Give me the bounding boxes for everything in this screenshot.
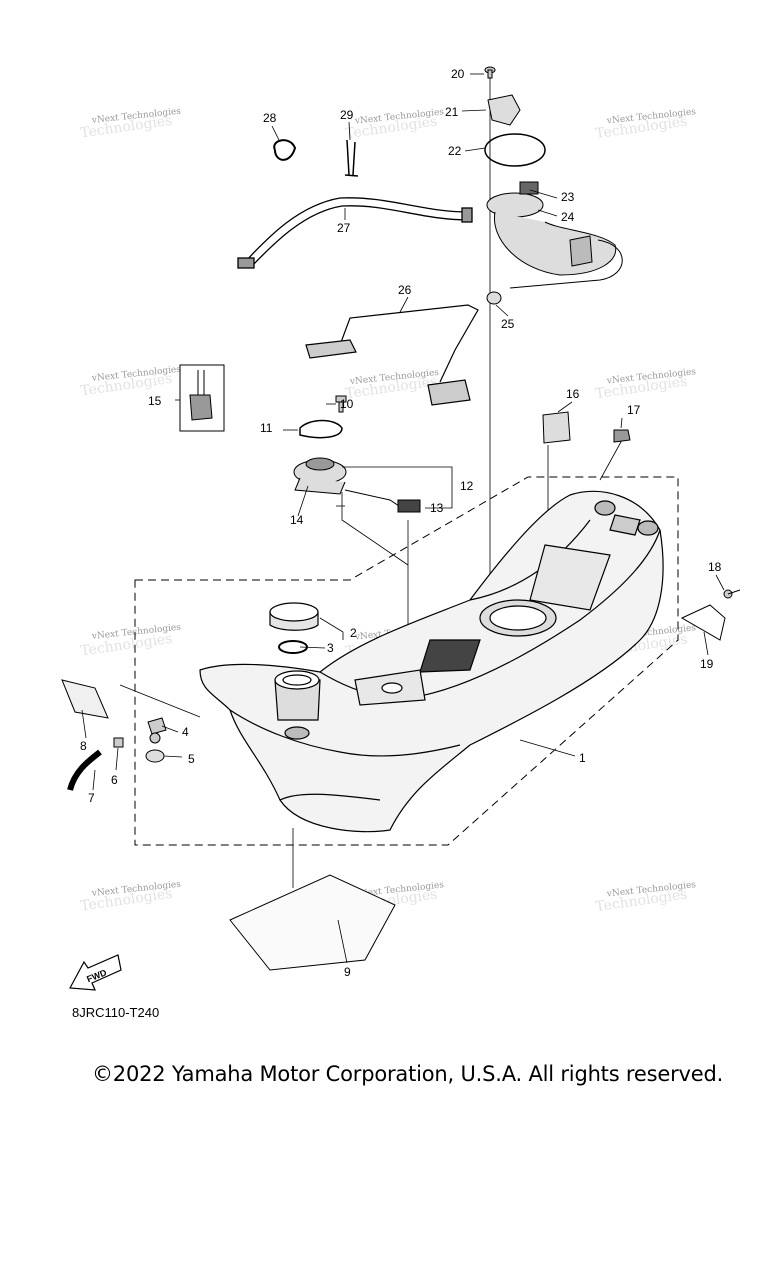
reference-lines	[119, 78, 623, 888]
copyright-notice: ©2022 Yamaha Motor Corporation, U.S.A. A…	[92, 1062, 724, 1086]
diagram-code: 8JRC110-T240	[72, 1005, 160, 1020]
fuel-hose-part-27	[237, 197, 473, 269]
connector-part-13	[397, 499, 421, 513]
callout-22: 22	[448, 144, 462, 158]
callout-11: 11	[260, 421, 273, 435]
relay-part-15	[179, 364, 225, 432]
hose-part-7	[67, 749, 102, 791]
callout-12: 12	[460, 479, 474, 493]
callout-2: 2	[350, 626, 357, 640]
cap-part-25	[486, 291, 502, 305]
callout-26: 26	[398, 283, 412, 297]
label-part-16	[542, 411, 571, 444]
callout-16: 16	[566, 387, 580, 401]
filler-neck	[274, 670, 321, 740]
pad-part-8	[61, 679, 109, 719]
callout-21: 21	[445, 105, 459, 119]
callout-1: 1	[579, 751, 586, 765]
bolt-part-10	[335, 395, 347, 413]
breather-valve-part-4	[147, 717, 167, 744]
breather-hose-part-26	[305, 304, 479, 406]
callout-24: 24	[561, 210, 575, 224]
assembly-boundary	[134, 476, 679, 846]
callout-8: 8	[80, 739, 87, 753]
clip-part-6	[113, 737, 124, 748]
leader-lines	[81, 73, 725, 964]
sheet-part-9	[229, 874, 396, 971]
hose-clamp-part-28	[273, 139, 297, 161]
callout-13: 13	[430, 501, 444, 515]
nut-part-17	[613, 429, 631, 443]
screw-part-20	[484, 66, 496, 79]
fuel-pump-assembly-part-12	[293, 457, 347, 495]
clamp-part-21	[487, 94, 521, 126]
callout-6: 6	[111, 773, 118, 787]
pump-unit-part-24	[486, 192, 623, 289]
callout-28: 28	[263, 111, 277, 125]
gasket-part-11	[299, 419, 343, 439]
callout-19: 19	[700, 657, 714, 671]
bolt-part-18	[723, 589, 741, 599]
fuel-tank-parts-diagram: Technologies vNext Technologies Technolo…	[61, 66, 741, 991]
fuel-cap-part-2	[269, 602, 319, 631]
callout-3: 3	[327, 641, 334, 655]
callout-14: 14	[290, 513, 304, 527]
connector-part-23	[519, 181, 539, 195]
fwd-direction-icon: FWD	[69, 954, 122, 991]
callout-18: 18	[708, 560, 722, 574]
callout-7: 7	[88, 791, 95, 805]
callout-9: 9	[344, 965, 351, 979]
callout-4: 4	[182, 725, 189, 739]
bracket-part-19	[680, 604, 726, 641]
callout-25: 25	[501, 317, 515, 331]
band-part-29	[344, 139, 359, 177]
callout-29: 29	[340, 108, 354, 122]
callout-20: 20	[451, 67, 465, 81]
callout-23: 23	[561, 190, 575, 204]
callout-10: 10	[340, 397, 354, 411]
gasket-part-22	[484, 133, 546, 167]
fuel-tank-body	[199, 490, 664, 833]
callouts: 1 2 3 4 5 6 7 8 9 10 11 12 13 14 15 16 1…	[80, 67, 722, 979]
callout-15: 15	[148, 394, 162, 408]
callout-17: 17	[627, 403, 641, 417]
callout-5: 5	[188, 752, 195, 766]
callout-27: 27	[337, 221, 351, 235]
grommet-part-5	[145, 749, 165, 763]
